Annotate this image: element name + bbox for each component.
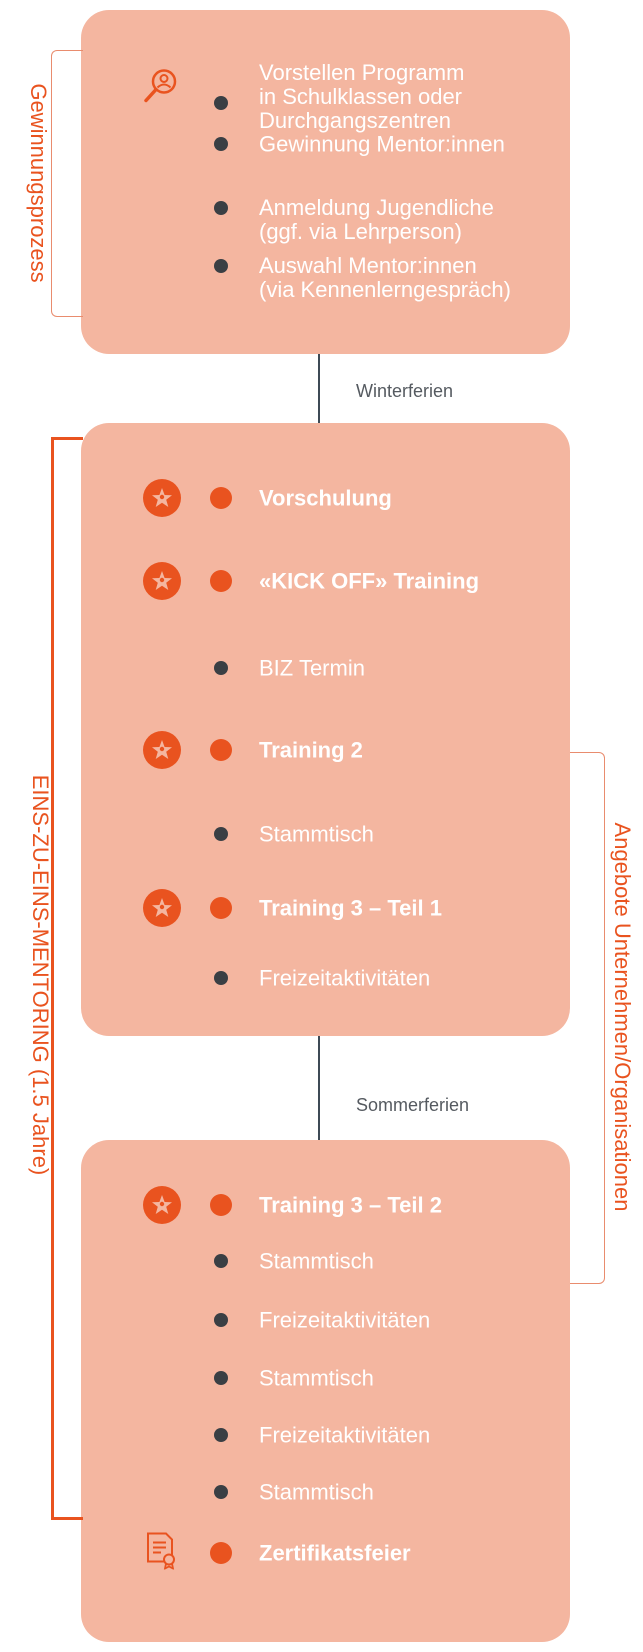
companies-bracket: [570, 752, 605, 1284]
bullet-dot: [214, 1485, 228, 1499]
bullet-dot: [214, 259, 228, 273]
item-label: «KICK OFF» Training: [259, 568, 480, 594]
mentoring-side-label: EINS-ZU-EINS-MENTORING (1.5 Jahre): [28, 774, 53, 1176]
bullet-dot: [210, 739, 232, 761]
item-label: Vorstellen Programm in Schulklassen oder…: [259, 60, 465, 133]
recruitment-side-label: Gewinnungsprozess: [26, 83, 51, 283]
item-label: Anmeldung Jugendliche (ggf. via Lehrpers…: [259, 195, 494, 244]
bullet-dot: [214, 96, 228, 110]
item-label: Training 3 – Teil 2: [259, 1192, 442, 1218]
bullet-dot: [214, 971, 228, 985]
companies-side-label: Angebote Unternehmen/Organisationen: [610, 822, 635, 1212]
connector-summer: [318, 1036, 320, 1140]
bullet-dot: [214, 201, 228, 215]
bullet-dot: [214, 1428, 228, 1442]
sommerferien-label: Sommerferien: [356, 1095, 470, 1115]
item-label: Gewinnung Mentor:innen: [259, 131, 505, 157]
star-person-icon: [143, 1186, 181, 1224]
bullet-dot: [210, 487, 232, 509]
item-label: Vorschulung: [259, 485, 392, 511]
star-person-icon: [143, 889, 181, 927]
bullet-dot: [214, 1313, 228, 1327]
star-person-icon: [143, 479, 181, 517]
star-person-icon: [143, 562, 181, 600]
item-label: Stammtisch: [259, 1365, 374, 1391]
bullet-dot: [214, 137, 228, 151]
item-label: BIZ Termin: [259, 655, 365, 681]
recruitment-card: Vorstellen Programm in Schulklassen oder…: [81, 10, 570, 354]
bullet-dot: [214, 827, 228, 841]
search-person-icon: [141, 66, 181, 111]
star-person-icon: [143, 731, 181, 769]
bullet-dot: [214, 1371, 228, 1385]
item-label: Freizeitaktivitäten: [259, 965, 431, 991]
bullet-dot: [210, 1194, 232, 1216]
item-label: Freizeitaktivitäten: [259, 1307, 431, 1333]
item-label: Zertifikatsfeier: [259, 1540, 411, 1566]
item-label: Training 2: [259, 737, 363, 763]
bullet-dot: [210, 1542, 232, 1564]
item-label: Freizeitaktivitäten: [259, 1422, 431, 1448]
bullet-dot: [214, 1254, 228, 1268]
winterferien-label: Winterferien: [356, 381, 454, 401]
bullet-dot: [214, 661, 228, 675]
final-card: Training 3 – Teil 2 Stammtisch Freizeita…: [81, 1140, 570, 1642]
certificate-icon: [144, 1532, 178, 1575]
mentoring-bracket: [51, 437, 83, 1520]
item-label: Auswahl Mentor:innen (via Kennenlerngesp…: [259, 253, 511, 302]
item-label: Stammtisch: [259, 821, 374, 847]
item-label: Stammtisch: [259, 1479, 374, 1505]
item-label: Training 3 – Teil 1: [259, 895, 442, 921]
mentoring-card: Vorschulung «KICK OFF» Training BIZ Term…: [81, 423, 570, 1036]
bullet-dot: [210, 897, 232, 919]
item-label: Stammtisch: [259, 1248, 374, 1274]
connector-winter: [318, 354, 320, 423]
bullet-dot: [210, 570, 232, 592]
recruitment-bracket: [51, 50, 83, 317]
